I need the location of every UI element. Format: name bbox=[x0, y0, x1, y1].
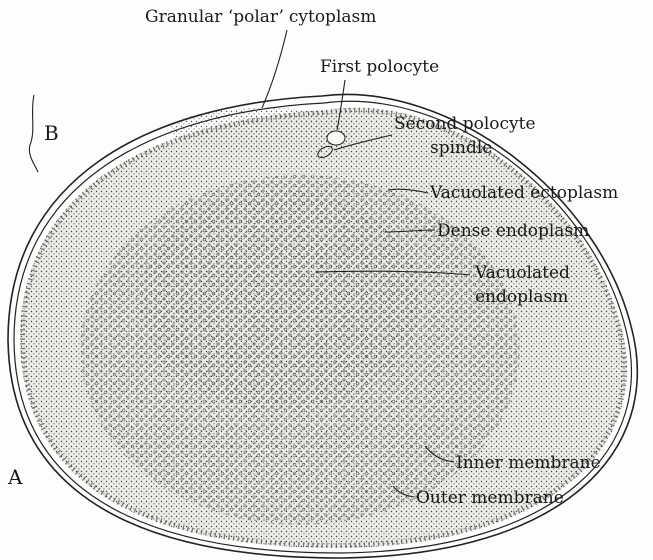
label-vacuolated-endoplasm-line2: endoplasm bbox=[475, 287, 568, 307]
label-granular-polar-cytoplasm: Granular ʻpolarʼ cytoplasm bbox=[145, 7, 376, 27]
label-vacuolated-endoplasm-line1: Vacuolated bbox=[474, 263, 570, 283]
leader-granular bbox=[262, 30, 287, 108]
panel-label-a: A bbox=[7, 465, 23, 489]
label-outer-membrane: Outer membrane bbox=[416, 488, 564, 508]
panel-label-b: B bbox=[44, 121, 59, 145]
granular-polar-cytoplasm bbox=[170, 108, 360, 152]
label-inner-membrane: Inner membrane bbox=[456, 453, 601, 473]
panel-b-bracket bbox=[29, 95, 38, 172]
label-second-polocyte-line2: spindle bbox=[430, 138, 492, 158]
label-vacuolated-ectoplasm: Vacuolated ectoplasm bbox=[429, 183, 618, 203]
label-second-polocyte-line1: Second polocyte bbox=[394, 114, 536, 134]
label-first-polocyte: First polocyte bbox=[320, 57, 439, 77]
first-polocyte bbox=[327, 131, 345, 145]
label-dense-endoplasm: Dense endoplasm bbox=[437, 221, 589, 241]
